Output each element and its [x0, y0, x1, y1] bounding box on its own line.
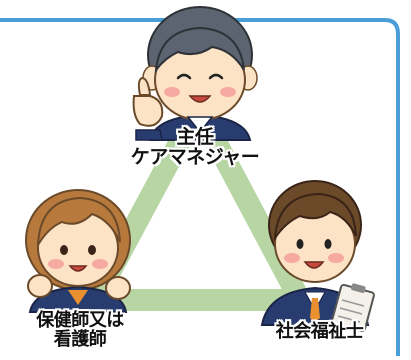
- nurse-figure: [25, 189, 131, 313]
- relationship-triangle: [84, 97, 311, 311]
- role-label-chief-care-manager: 主任 ケアマネジャー: [105, 126, 285, 168]
- role-label-line: 社会福祉士: [275, 321, 364, 342]
- role-label-public-health-nurse: 保健師又は 看護師: [10, 310, 150, 350]
- pointing-finger-icon: [132, 76, 164, 141]
- role-label-social-worker: 社会福祉士: [252, 321, 387, 342]
- clipboard-icon: [331, 283, 375, 333]
- role-label-line: 看護師: [53, 328, 107, 350]
- role-label-line: ケアマネジャー: [130, 145, 260, 168]
- role-label-line: 保健師又は: [36, 310, 124, 331]
- chief-care-manager-figure: [142, 6, 258, 141]
- role-label-line: 主任: [176, 126, 214, 148]
